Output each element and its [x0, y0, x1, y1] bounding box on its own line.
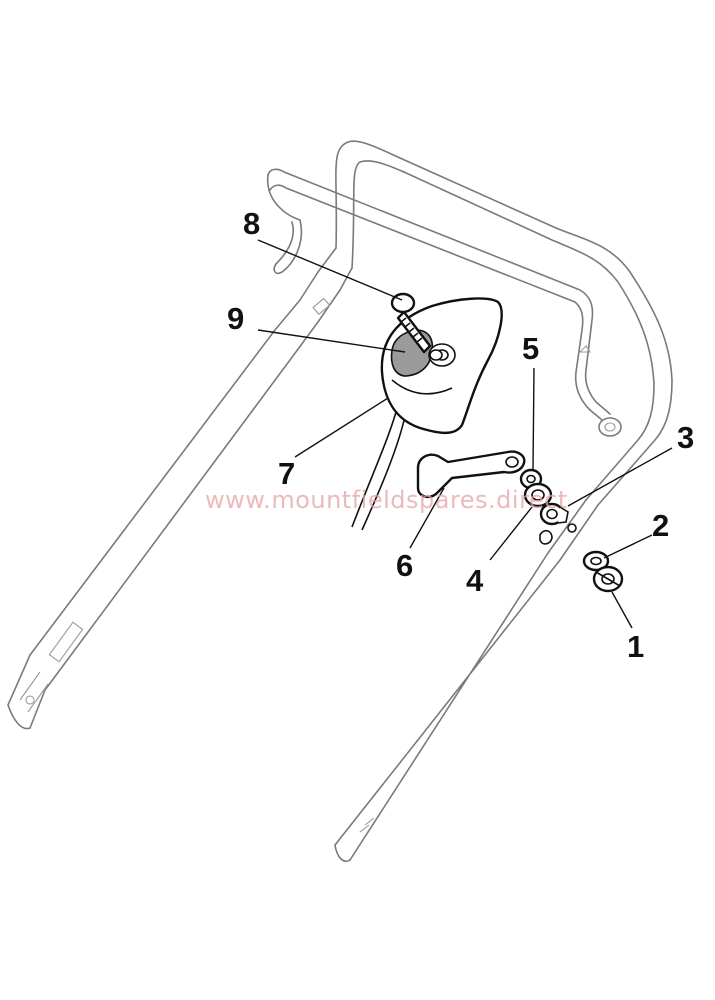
callout-8: 8 [243, 206, 260, 241]
leader-lines [257, 239, 673, 629]
leader-1 [611, 591, 633, 629]
spacer-part-3 [539, 502, 577, 545]
callout-5: 5 [522, 331, 539, 366]
bush-part-4 [523, 482, 553, 508]
callout-4: 4 [466, 563, 484, 598]
left-handle-bend [335, 140, 405, 269]
lever-part-6 [416, 450, 526, 499]
leader-9 [257, 329, 406, 353]
callout-9: 9 [227, 301, 244, 336]
callout-6: 6 [396, 548, 413, 583]
leader-4 [489, 506, 533, 561]
leader-6 [409, 487, 445, 549]
handle-frame [7, 140, 673, 862]
operator-bail [267, 168, 611, 421]
washer-part-2 [582, 550, 610, 572]
leader-8 [257, 239, 403, 301]
leader-7 [294, 397, 389, 458]
watermark-text: www.mountfieldspares.direct [205, 486, 568, 514]
leader-2 [603, 534, 653, 559]
callout-labels: 8 9 7 5 6 4 3 2 1 [227, 206, 694, 664]
left-handle-tube [7, 247, 353, 729]
leader-3 [567, 447, 673, 507]
right-handle-tube [334, 379, 673, 861]
bail-pivot [598, 417, 622, 437]
callout-3: 3 [677, 420, 694, 455]
callout-7: 7 [278, 456, 295, 491]
nut-part-1 [592, 565, 624, 593]
leader-5 [532, 367, 535, 471]
control-cable [351, 411, 406, 531]
top-cross-bar [399, 157, 673, 385]
callout-2: 2 [652, 508, 669, 543]
callout-1: 1 [627, 629, 644, 664]
